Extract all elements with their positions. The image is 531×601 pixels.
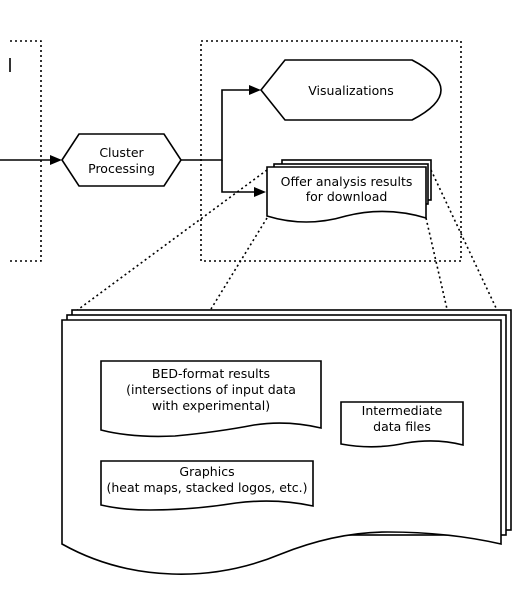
bed-results-label-line2: (intersections of input data [126, 382, 296, 397]
graphics-label-line1: Graphics [179, 464, 234, 479]
graphics-node: Graphics (heat maps, stacked logos, etc.… [100, 460, 314, 511]
output-dotted-container [200, 40, 462, 262]
cluster-processing-node: Cluster Processing [61, 133, 182, 187]
bed-results-label-line3: with experimental) [152, 398, 270, 413]
input-arrow [0, 155, 62, 165]
visualizations-node: Visualizations [259, 59, 442, 121]
branch-connector [181, 85, 266, 197]
offer-results-front-page [266, 166, 427, 223]
offer-results-label-line2: for download [306, 189, 388, 204]
intermediate-files-node: Intermediate data files [340, 401, 464, 448]
graphics-label-line2: (heat maps, stacked logos, etc.) [106, 480, 307, 495]
expanded-front-page [61, 319, 502, 575]
intermediate-files-label-line2: data files [373, 419, 431, 434]
bed-results-label-line1: BED-format results [152, 366, 270, 381]
offer-results-label-line1: Offer analysis results [281, 174, 413, 189]
offer-results-node: Offer analysis results for download [266, 159, 432, 223]
cluster-processing-shape [61, 133, 182, 187]
intermediate-files-shape [340, 401, 464, 448]
visualizations-label: Visualizations [308, 83, 393, 98]
graphics-shape [100, 460, 314, 511]
cluster-processing-label-line1: Cluster [99, 145, 144, 160]
zoom-guide-lines [67, 169, 498, 318]
bed-results-shape [100, 360, 322, 438]
cluster-processing-label-line2: Processing [88, 161, 155, 176]
intermediate-files-label-line1: Intermediate [362, 403, 443, 418]
visualizations-shape [259, 59, 442, 121]
left-dotted-container [10, 40, 42, 262]
bed-results-node: BED-format results (intersections of inp… [100, 360, 322, 438]
